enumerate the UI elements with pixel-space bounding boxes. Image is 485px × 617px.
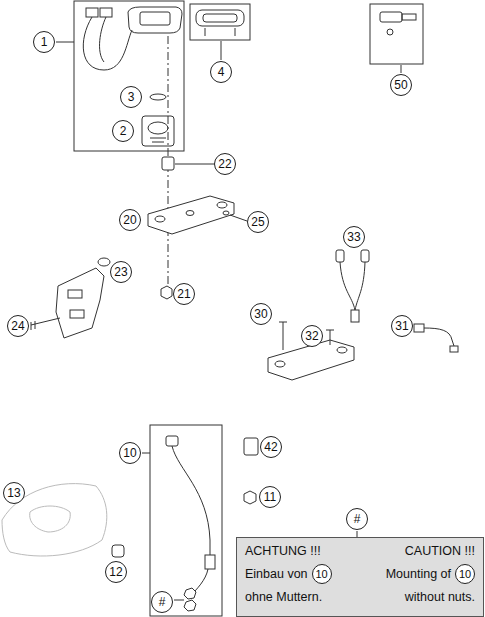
callout-number: 3	[120, 86, 142, 108]
text-row: Mounting of 10	[386, 564, 475, 584]
spacer	[112, 545, 124, 557]
text-column: CAUTION !!! Mounting of 10 without nuts.	[386, 544, 475, 604]
screw	[223, 211, 229, 215]
group-frame	[370, 4, 423, 64]
callout-number: 4	[210, 61, 232, 83]
callout-number: 1	[33, 31, 55, 53]
callout-number: 25	[247, 211, 269, 233]
text-row: without nuts.	[405, 590, 475, 604]
bolt	[326, 330, 334, 345]
warning-text: ohne Muttern.	[245, 590, 322, 604]
seal-ring	[150, 94, 166, 100]
text-row: Einbau von 10	[245, 564, 332, 584]
nut	[161, 286, 172, 299]
callout-number: 12	[105, 561, 127, 583]
group-frame	[190, 4, 250, 40]
callout-number: 50	[390, 74, 412, 96]
block	[244, 438, 258, 455]
reference-mark: #	[151, 591, 173, 613]
warning-text: ACHTUNG !!!	[245, 544, 321, 558]
warning-text: without nuts.	[405, 590, 475, 604]
callout-number: 24	[7, 315, 29, 337]
leader-line	[56, 41, 401, 600]
callout-number: 33	[343, 226, 365, 248]
key-switch	[380, 12, 416, 35]
washer	[98, 258, 110, 266]
text-row: ACHTUNG !!!	[245, 544, 321, 558]
bracket	[56, 268, 104, 338]
bulb-socket	[142, 116, 174, 146]
callout-number: 10	[455, 564, 475, 584]
wire-harness	[336, 250, 369, 322]
bolt	[279, 322, 287, 350]
callout-number: 11	[259, 486, 281, 508]
group-frame	[150, 425, 222, 616]
speedo-cable	[166, 436, 215, 611]
warning-text: Mounting of	[386, 567, 451, 581]
rubber-bush	[162, 157, 174, 170]
callout-number: 10	[119, 442, 141, 464]
bolt	[31, 318, 60, 330]
instrument-holder	[148, 196, 234, 234]
cover	[196, 10, 244, 36]
warning-text: CAUTION !!!	[405, 544, 475, 558]
callout-number: 42	[260, 436, 282, 458]
reference-mark: #	[346, 508, 368, 530]
callout-number: 2	[112, 120, 134, 142]
caution-box: ACHTUNG !!! Einbau von 10 ohne Muttern. CAUT…	[236, 537, 484, 617]
text-row: CAUTION !!!	[405, 544, 475, 558]
callout-number: 22	[214, 153, 236, 175]
callout-number: 30	[250, 303, 272, 325]
callout-number: 31	[391, 315, 413, 337]
warning-text: Einbau von	[245, 567, 308, 581]
callout-number: 10	[312, 564, 332, 584]
nut	[244, 491, 256, 504]
callout-number: 32	[301, 325, 323, 347]
callout-number: 23	[110, 261, 132, 283]
instrument-cluster	[83, 7, 182, 70]
text-column: ACHTUNG !!! Einbau von 10 ohne Muttern.	[245, 544, 332, 604]
sensor-cable	[414, 324, 458, 352]
callout-number: 21	[173, 283, 195, 305]
text-row: ohne Muttern.	[245, 590, 322, 604]
callout-number: 13	[3, 482, 25, 504]
callout-number: 20	[119, 209, 141, 231]
